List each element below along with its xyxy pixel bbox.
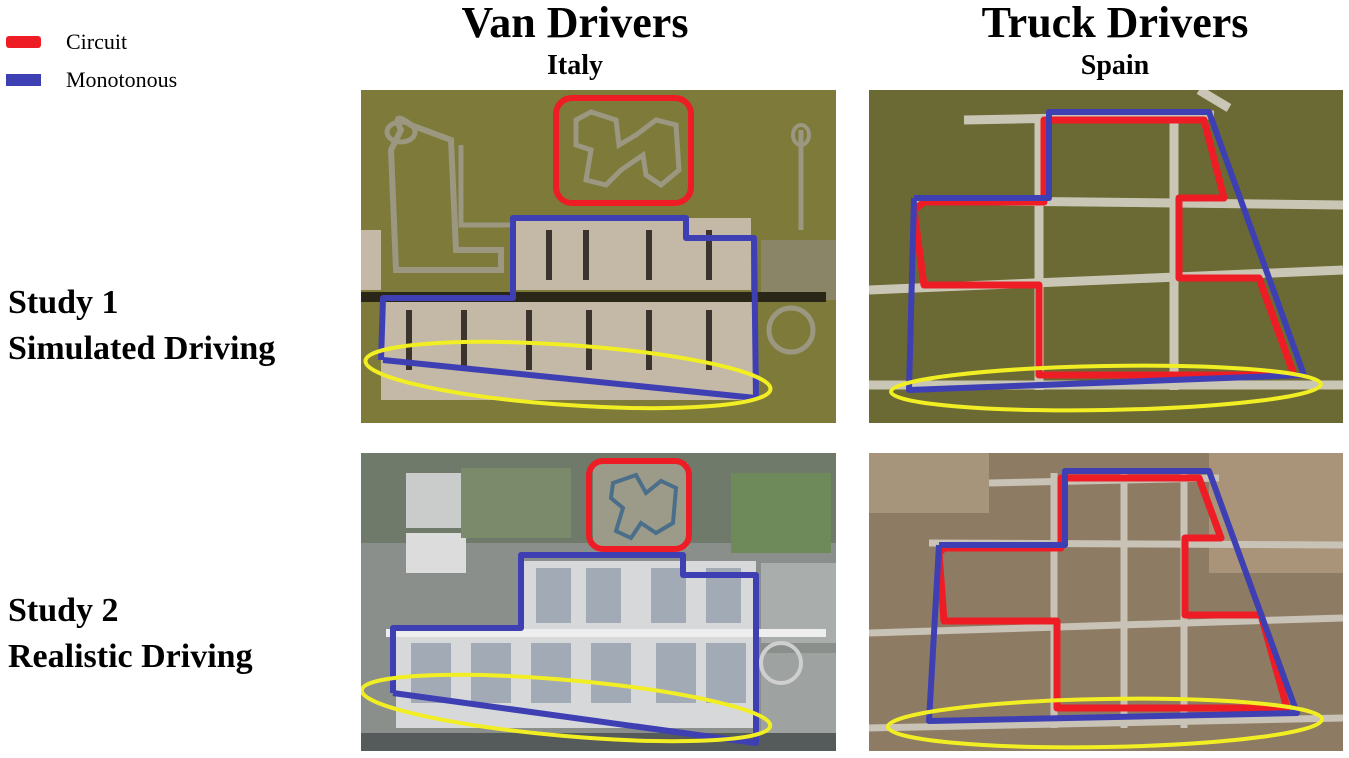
legend-item-circuit: Circuit <box>6 30 266 54</box>
column-subtitle-italy: Italy <box>547 50 603 81</box>
map-van-realistic <box>361 453 836 751</box>
legend-label-circuit: Circuit <box>66 29 128 54</box>
column-title-truck: Truck Drivers <box>981 0 1249 47</box>
legend-label-monotonous: Monotonous <box>66 67 178 92</box>
legend-item-monotonous: Monotonous <box>6 68 266 92</box>
map-truck-realistic <box>869 453 1343 751</box>
map-van-simulated <box>361 90 836 423</box>
map-truck-simulated <box>869 90 1343 423</box>
column-title-van: Van Drivers <box>461 0 689 47</box>
monotonous-swatch <box>6 74 41 86</box>
circuit-swatch <box>6 36 41 48</box>
row-title-study1: Study 1 <box>8 284 119 321</box>
column-subtitle-spain: Spain <box>1080 50 1150 81</box>
row-title-study2: Study 2 <box>8 592 119 629</box>
row-subtitle-study2: Realistic Driving <box>8 638 253 675</box>
row-subtitle-study1: Simulated Driving <box>8 330 276 367</box>
